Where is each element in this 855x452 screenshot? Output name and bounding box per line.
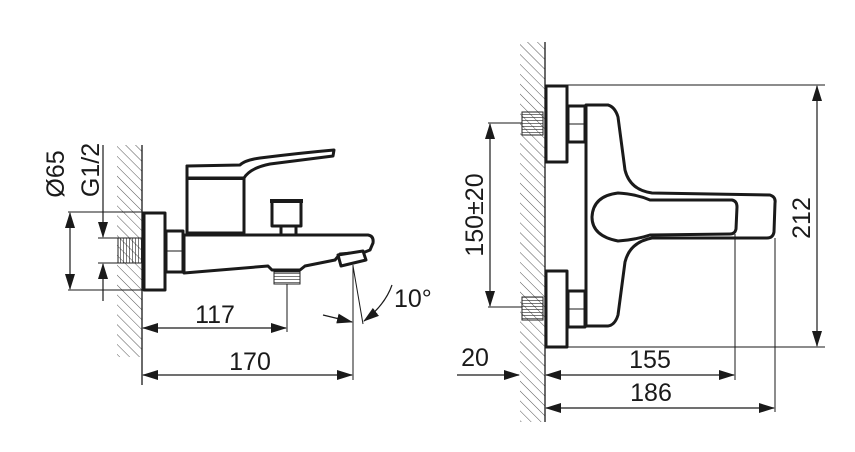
label-lever-reach: 155 xyxy=(629,346,671,374)
label-thread: G1/2 xyxy=(77,143,105,197)
dim-angle-right xyxy=(363,284,393,322)
mixer-body xyxy=(182,233,375,275)
spout-aerator xyxy=(336,249,368,268)
label-centre-distance: 150±20 xyxy=(461,173,489,256)
inlet-thread-bottom xyxy=(521,296,544,321)
flange-bottom xyxy=(544,269,569,349)
outlet-thread xyxy=(273,271,301,285)
diverter-stem xyxy=(279,224,298,237)
wall-hatch xyxy=(520,42,545,422)
side-view: Ø65 G1/2 117 170 10° xyxy=(42,143,432,385)
label-thread-depth: 20 xyxy=(461,344,489,372)
label-flange-diameter: Ø65 xyxy=(42,150,70,197)
diverter-knob xyxy=(270,199,303,228)
dim-angle-left xyxy=(322,313,353,324)
inlet-thread xyxy=(117,237,143,264)
flange-top xyxy=(544,84,569,164)
label-spout-length: 170 xyxy=(229,348,271,376)
wall-flange xyxy=(142,211,167,292)
label-overall-width: 212 xyxy=(788,197,816,239)
lever-handle xyxy=(185,148,336,180)
label-outlet-distance: 117 xyxy=(195,301,235,329)
lever-handle xyxy=(590,191,739,243)
inlet-thread-top xyxy=(521,111,544,136)
label-overall-depth: 186 xyxy=(630,379,672,407)
top-view: 150±20 212 20 155 186 xyxy=(457,42,825,422)
label-spout-angle: 10° xyxy=(394,285,432,313)
